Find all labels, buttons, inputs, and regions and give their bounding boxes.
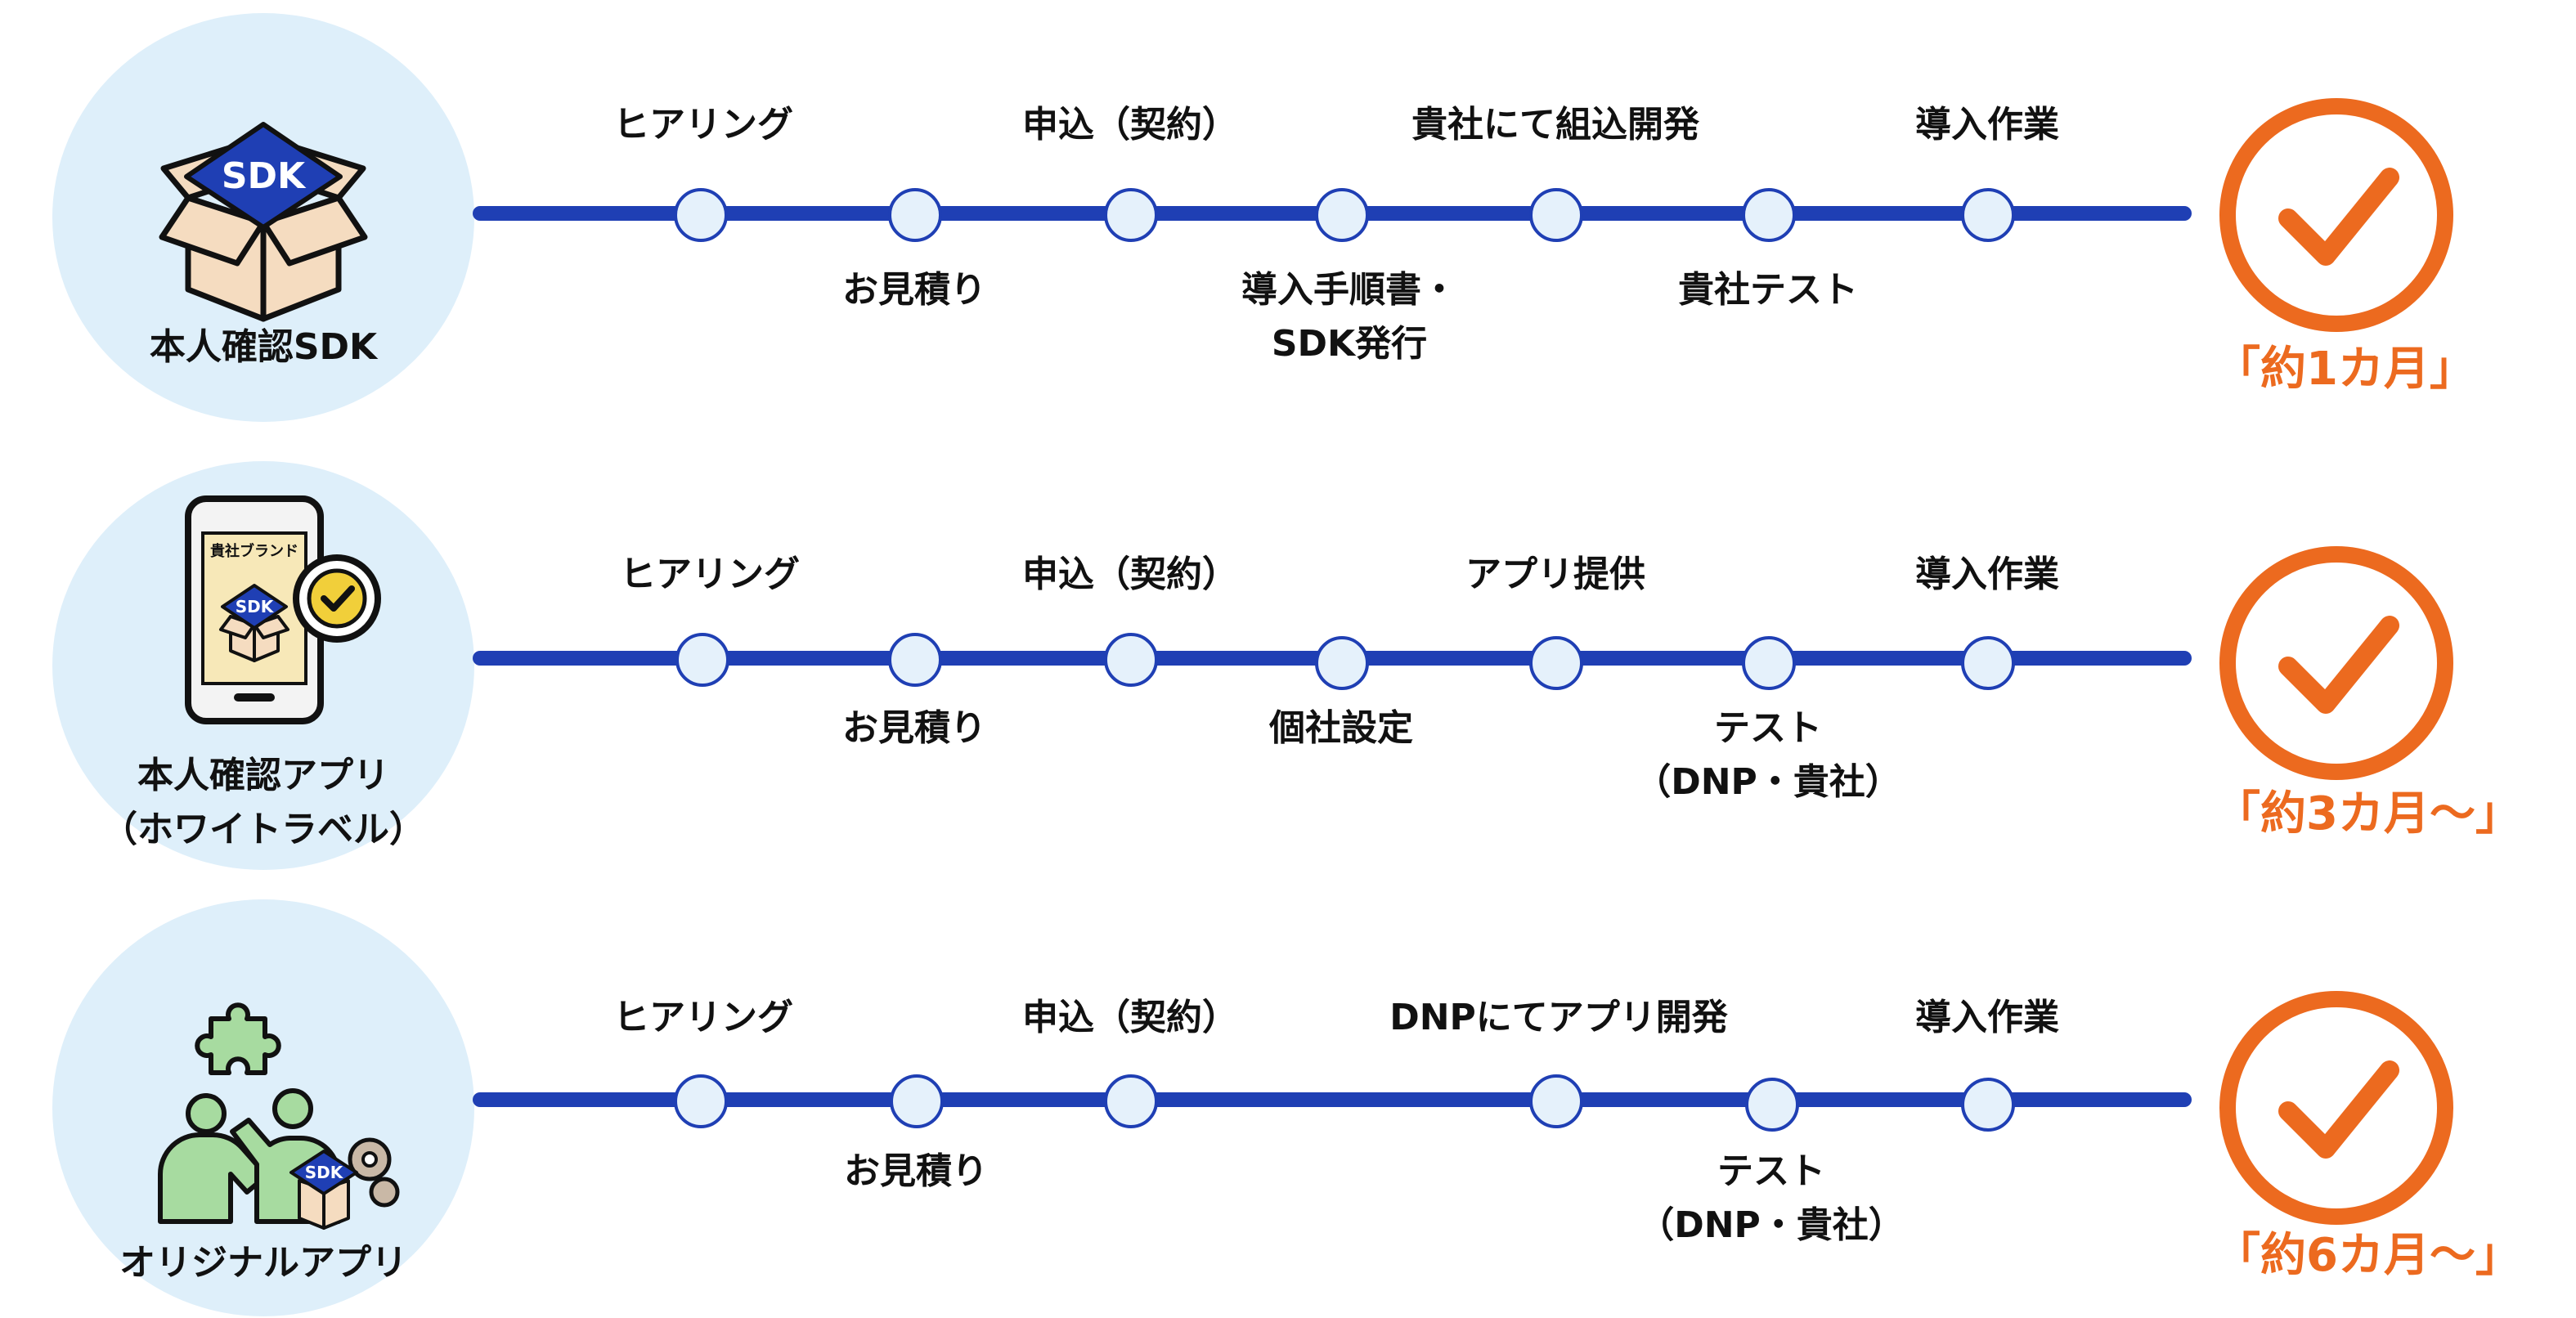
step-label: お見積り — [842, 263, 986, 317]
step-label: アプリ提供 — [1465, 548, 1645, 602]
step-label-line: 申込（契約） — [1022, 997, 1238, 1038]
smartphone-app-icon: 貴社ブランド SDK — [185, 495, 381, 724]
step-label: 導入作業 — [1915, 991, 2059, 1045]
product-label-line: 本人確認アプリ — [137, 755, 389, 796]
step-label-line: 導入作業 — [1915, 997, 2059, 1038]
product-label-original: オリジナルアプリ — [52, 1236, 474, 1290]
step-label-line: ヒアリング — [613, 997, 793, 1038]
step-label: お見積り — [844, 1145, 988, 1199]
product-circle-white-label: 貴社ブランド SDK 本人確認アプリ （ホワイトラベル） — [52, 461, 474, 870]
timeline-node — [1315, 188, 1369, 242]
step-label-line: お見積り — [842, 707, 986, 749]
step-label: 導入手順書・ SDK発行 — [1241, 263, 1457, 371]
step-label-line: お見積り — [842, 269, 986, 311]
timeline-node — [674, 1074, 728, 1128]
timeline-node — [1104, 188, 1158, 242]
step-label-line: SDK発行 — [1271, 323, 1428, 365]
step-label-line: 貴社テスト — [1678, 269, 1858, 311]
step-label: 申込（契約） — [1022, 548, 1238, 602]
step-label-line: 貴社にて組込開発 — [1411, 104, 1699, 146]
step-label-line: DNPにてアプリ開発 — [1389, 997, 1728, 1038]
step-label: テスト （DNP・貴社） — [1635, 702, 1901, 809]
step-label-line: ヒアリング — [613, 104, 793, 146]
timeline-node — [1961, 188, 2015, 242]
check-circle-icon — [2219, 546, 2453, 780]
timeline-node — [1745, 1078, 1799, 1132]
step-label-line: テスト — [1717, 1150, 1825, 1192]
timeline-node — [1104, 633, 1158, 687]
product-circle-original: SDK オリジナルアプリ — [52, 899, 474, 1316]
step-label: 導入作業 — [1915, 98, 2059, 152]
timeline-node — [1529, 1074, 1583, 1128]
check-circle-icon — [2219, 98, 2453, 332]
step-label-line: お見積り — [844, 1150, 988, 1192]
step-label-line: 導入手順書・ — [1241, 269, 1457, 311]
timeline-line — [473, 1092, 2192, 1107]
duration-label: 「約3カ月～」 — [2215, 787, 2521, 841]
step-label: 申込（契約） — [1022, 98, 1238, 152]
step-label-line: （DNP・貴社） — [1638, 1204, 1905, 1246]
step-label-line: 導入作業 — [1915, 104, 2059, 146]
step-label-line: ヒアリング — [620, 554, 800, 595]
timeline-node — [1742, 188, 1796, 242]
sdk-box-icon: SDK — [159, 122, 368, 322]
timeline-node — [1742, 636, 1796, 690]
timeline-node — [888, 633, 942, 687]
timeline-node — [674, 188, 728, 242]
product-label-sdk: 本人確認SDK — [52, 321, 474, 374]
step-label: 個社設定 — [1269, 702, 1413, 755]
puzzle-people-icon: SDK — [158, 1002, 400, 1230]
step-label: 貴社にて組込開発 — [1411, 98, 1699, 152]
timeline-node — [1315, 636, 1369, 690]
step-label-line: 導入作業 — [1915, 554, 2059, 595]
check-circle-icon — [2219, 991, 2453, 1225]
duration-label: 「約1カ月」 — [2215, 343, 2475, 396]
timeline-node — [1961, 636, 2015, 690]
step-label: 導入作業 — [1915, 548, 2059, 602]
timeline-node — [888, 188, 942, 242]
timeline-node — [1529, 636, 1583, 690]
step-label: DNPにてアプリ開発 — [1389, 991, 1728, 1045]
original-sdk-text: SDK — [305, 1163, 344, 1182]
duration-label: 「約6カ月～」 — [2215, 1229, 2521, 1282]
step-label: 貴社テスト — [1678, 263, 1858, 317]
product-label-line: 本人確認SDK — [149, 326, 378, 368]
phone-sdk-text: SDK — [236, 597, 275, 616]
step-label: お見積り — [842, 702, 986, 755]
step-label-line: （DNP・貴社） — [1635, 761, 1901, 803]
step-label: ヒアリング — [620, 548, 800, 602]
step-label-line: 個社設定 — [1269, 707, 1413, 749]
timeline-node — [1529, 188, 1583, 242]
brand-caption: 貴社ブランド — [210, 542, 298, 560]
product-label-line: オリジナルアプリ — [119, 1242, 407, 1284]
step-label: テスト （DNP・貴社） — [1638, 1145, 1905, 1253]
step-label-line: 申込（契約） — [1022, 104, 1238, 146]
sdk-box-icon-text: SDK — [222, 155, 307, 197]
step-label-line: 申込（契約） — [1022, 554, 1238, 595]
product-label-white-label: 本人確認アプリ （ホワイトラベル） — [52, 749, 474, 857]
product-label-line: （ホワイトラベル） — [101, 809, 425, 850]
step-label: ヒアリング — [613, 991, 793, 1045]
timeline-node — [1961, 1078, 2015, 1132]
step-label-line: テスト — [1713, 707, 1822, 749]
timeline-node — [675, 633, 729, 687]
step-label: 申込（契約） — [1022, 991, 1238, 1045]
step-label-line: アプリ提供 — [1465, 554, 1645, 595]
step-label: ヒアリング — [613, 98, 793, 152]
timeline-node — [890, 1074, 944, 1128]
timeline-node — [1104, 1074, 1158, 1128]
product-circle-sdk: SDK 本人確認SDK — [52, 13, 474, 422]
